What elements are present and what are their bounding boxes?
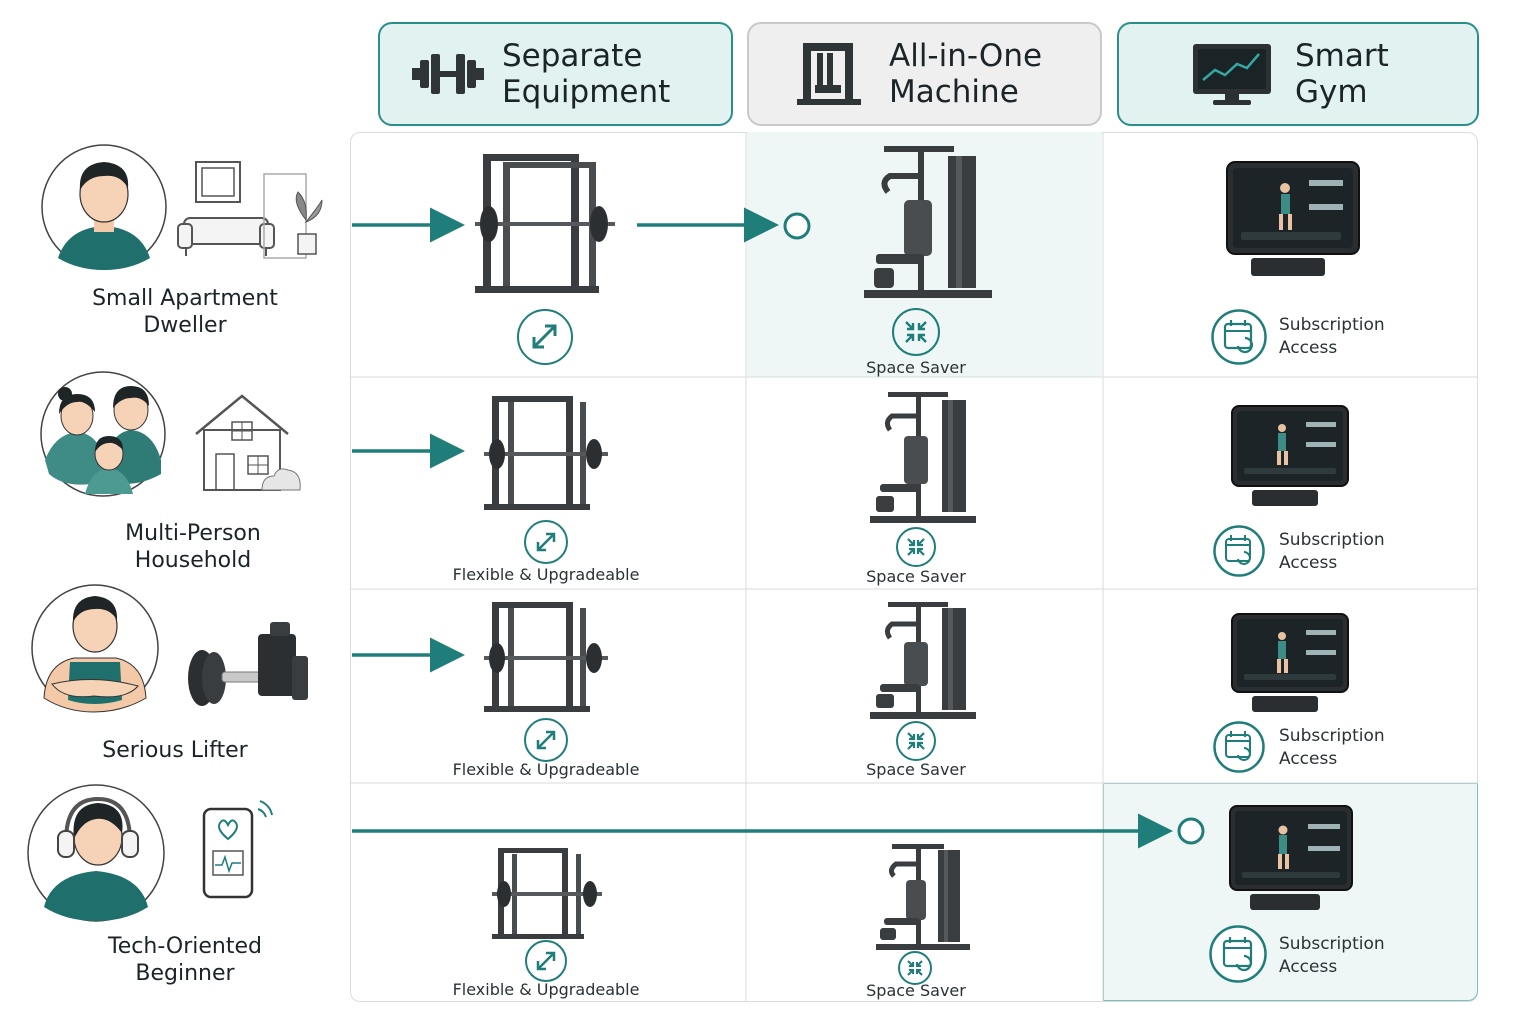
smart-mirror-illustration: [1231, 405, 1349, 506]
caption-subscription: Subscription Access: [1279, 315, 1385, 358]
power-rack-illustration: [492, 848, 602, 939]
persona-avatar-man: [41, 144, 167, 270]
calendar-subscription-icon: [1211, 309, 1267, 365]
caption-space-saver: Space Saver: [866, 358, 966, 377]
caption-subscription: Subscription Access: [1279, 530, 1385, 573]
dumbbell-icon: [412, 54, 484, 94]
expand-icon: [517, 309, 573, 365]
calendar-subscription-icon: [1209, 925, 1267, 983]
arrow-row-1: [352, 207, 811, 243]
column-title: All-in-One Machine: [889, 38, 1043, 110]
calendar-subscription-icon: [1213, 525, 1265, 577]
expand-icon: [524, 520, 568, 564]
compress-icon: [896, 721, 936, 761]
target-marker: [1177, 817, 1205, 845]
monitor-chart-icon: [1193, 44, 1271, 105]
house-icon: [195, 394, 301, 491]
column-header-smart-gym: Smart Gym: [1117, 22, 1479, 126]
plant-icon: [263, 173, 323, 259]
barbell-weights-icon: [188, 622, 308, 706]
expand-icon: [525, 940, 567, 982]
machine-icon: [797, 43, 861, 105]
sofa-icon: [177, 161, 275, 256]
power-rack-illustration: [484, 602, 608, 712]
compress-icon: [898, 951, 932, 985]
home-gym-machine-illustration: [864, 146, 992, 298]
persona-family-avatar: [40, 371, 166, 497]
home-gym-machine-illustration: [876, 844, 970, 950]
power-rack-illustration: [475, 154, 615, 293]
caption-space-saver: Space Saver: [866, 760, 966, 779]
smart-mirror-illustration: [1231, 613, 1349, 712]
caption-space-saver: Space Saver: [866, 567, 966, 586]
caption-flexible: Flexible & Upgradeable: [452, 565, 640, 584]
persona-label: Tech-Oriented Beginner: [108, 934, 262, 986]
power-rack-illustration: [484, 396, 608, 510]
column-title: Smart Gym: [1295, 38, 1389, 110]
home-gym-machine-illustration: [870, 602, 976, 719]
smart-mirror-illustration: [1229, 805, 1353, 910]
expand-icon: [524, 718, 568, 762]
smart-mirror-illustration: [1226, 161, 1360, 276]
persona-label: Multi-Person Household: [125, 521, 261, 573]
home-gym-machine-illustration: [870, 392, 976, 523]
caption-flexible: Flexible & Upgradeable: [452, 760, 640, 779]
caption-subscription: Subscription Access: [1279, 726, 1385, 769]
column-header-separate-equipment: Separate Equipment: [378, 22, 733, 126]
compress-icon: [896, 527, 936, 567]
target-marker: [783, 212, 811, 240]
compress-icon: [892, 308, 940, 356]
persona-headphones-avatar: [27, 784, 165, 922]
column-title: Separate Equipment: [502, 38, 671, 110]
arrow-row-4: [352, 813, 1205, 849]
caption-flexible: Flexible & Upgradeable: [452, 980, 640, 999]
column-header-all-in-one-machine: All-in-One Machine: [747, 22, 1102, 126]
persona-athlete-avatar: [31, 584, 159, 713]
persona-label: Small Apartment Dweller: [92, 286, 278, 338]
persona-label: Serious Lifter: [102, 738, 248, 763]
caption-subscription: Subscription Access: [1279, 934, 1385, 977]
calendar-subscription-icon: [1213, 721, 1265, 773]
caption-space-saver: Space Saver: [866, 981, 966, 1000]
phone-heart-icon: [202, 800, 273, 899]
